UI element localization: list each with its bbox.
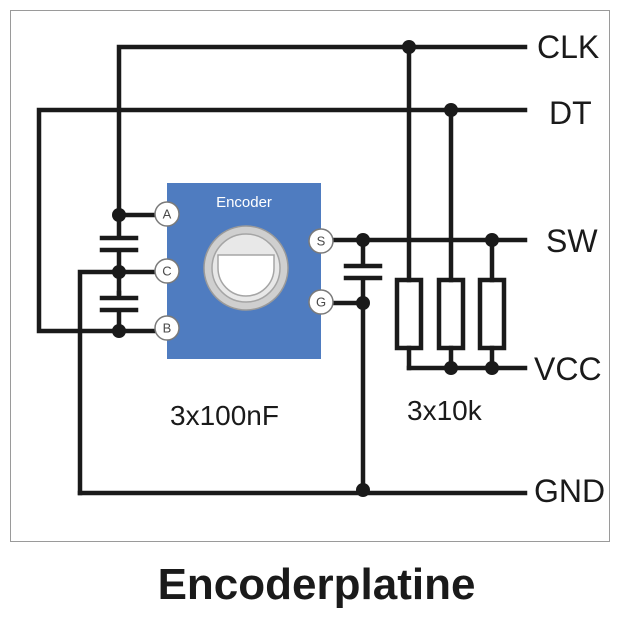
resistors [394, 277, 507, 351]
junction-pin-c [112, 265, 126, 279]
resistor-1 [394, 277, 424, 351]
wire-dt [36, 107, 528, 334]
junction-vcc-r2 [444, 361, 458, 375]
pin-c: C [154, 258, 180, 284]
pin-a-label: A [163, 207, 172, 222]
diagram-caption: Encoderplatine [157, 560, 476, 609]
junction-dt-r2 [444, 103, 458, 117]
junction-pin-a [112, 208, 126, 222]
junction-clk-r1 [402, 40, 416, 54]
junction-pin-b [112, 324, 126, 338]
net-label-clk: CLK [537, 29, 599, 65]
pin-s: S [308, 228, 334, 254]
wire-clk [116, 44, 528, 216]
net-label-gnd: GND [534, 473, 605, 509]
diagram-frame [10, 10, 610, 542]
net-label-vcc: VCC [534, 351, 602, 387]
pin-s-label: S [317, 234, 326, 249]
pin-g-label: G [316, 295, 326, 310]
encoder-module: Encoder A C B S G [154, 183, 334, 359]
pin-g: G [308, 289, 334, 315]
wire-pin-c [77, 269, 163, 496]
net-label-dt: DT [549, 95, 592, 131]
resistor-2 [436, 277, 466, 351]
resistor-3 [477, 277, 507, 351]
capacitors [99, 235, 383, 313]
net-labels: CLK DT SW VCC GND [534, 29, 605, 509]
junction-pin-g [356, 296, 370, 310]
junction-vcc-r3 [485, 361, 499, 375]
resistor-value-label: 3x10k [407, 395, 483, 426]
junctions [112, 40, 499, 497]
capacitor-ac [99, 235, 139, 253]
junction-gnd [356, 483, 370, 497]
pin-a: A [154, 201, 180, 227]
capacitor-value-label: 3x100nF [170, 400, 279, 431]
junction-sw-cap [356, 233, 370, 247]
net-label-sw: SW [546, 223, 598, 259]
encoder-knob-flat [217, 254, 275, 297]
encoder-title: Encoder [216, 194, 272, 211]
pin-c-label: C [162, 264, 171, 279]
pin-b-label: B [163, 321, 172, 336]
capacitor-sg [343, 263, 383, 281]
pin-b: B [154, 315, 180, 341]
junction-sw-r3 [485, 233, 499, 247]
capacitor-cb [99, 295, 139, 313]
